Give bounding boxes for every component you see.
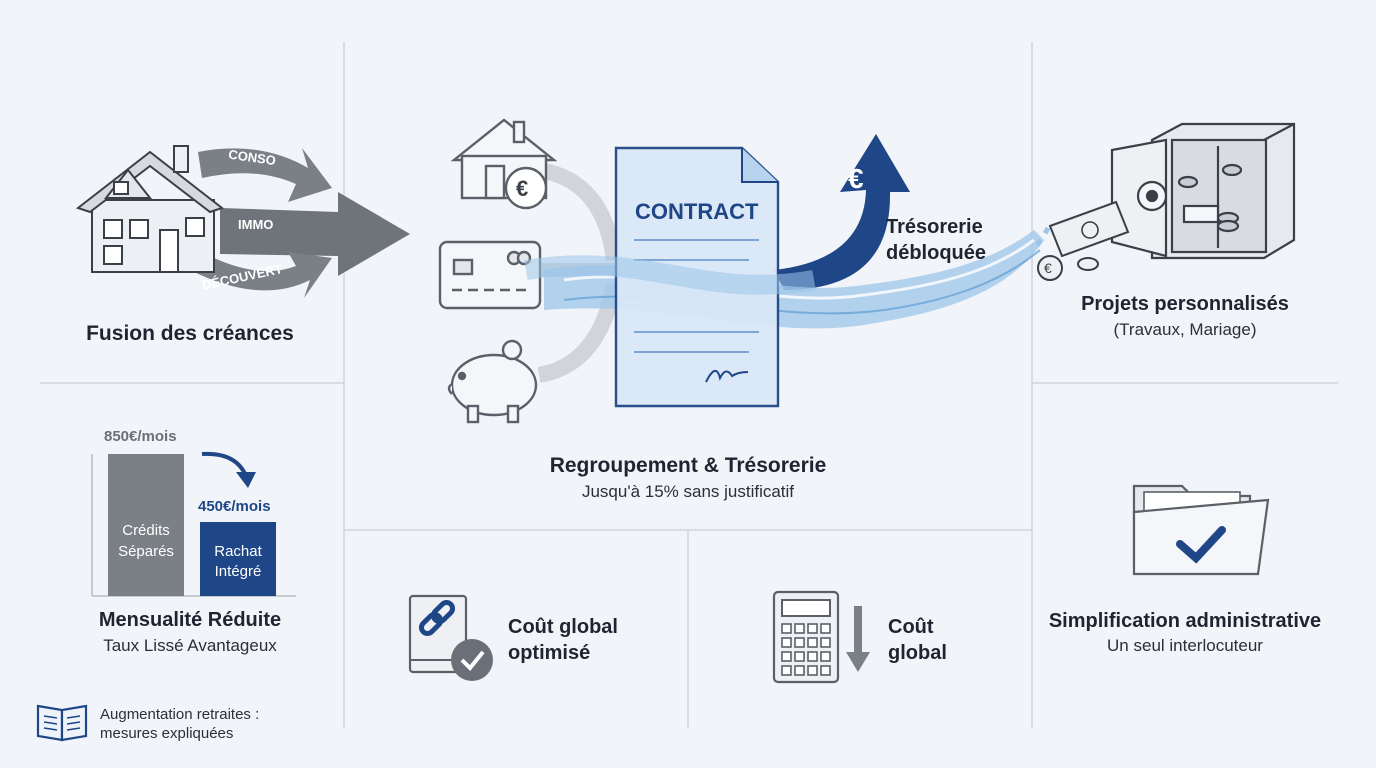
tresorerie-label: Trésorerie débloquée (886, 214, 986, 266)
svg-text:€: € (516, 176, 528, 201)
after-label-line1: Rachat (214, 543, 262, 560)
tresorerie-line2: débloquée (886, 242, 987, 264)
bar-credits-separes (108, 454, 184, 596)
contract-illustration: € € CONTRACT (438, 118, 1044, 424)
fusion-illustration: CONSO IMMO DÉCOUVERT (75, 145, 410, 298)
before-value: 850€/mois (104, 428, 177, 445)
piggy-bank-icon (447, 339, 538, 424)
bar-rachat-integre (200, 522, 276, 596)
before-bar-label: Crédits Séparés (108, 520, 184, 562)
projets-title: Projets personnalisés (1081, 293, 1289, 315)
conso-arrow (198, 148, 332, 202)
euro-coin-icon: € (504, 166, 548, 210)
contract-label: CONTRACT (635, 199, 759, 224)
cout-optimise-label: Coût global optimisé (508, 614, 618, 666)
mensualite-title: Mensualité Réduite (98, 609, 282, 631)
simplification-title: Simplification administrative (1048, 610, 1322, 632)
cout-global-label: Coût global (888, 614, 947, 666)
simplification-subtitle: Un seul interlocuteur (1107, 636, 1263, 655)
after-label-line2: Intégré (214, 563, 262, 580)
mensualite-chart (91, 451, 296, 597)
regroupement-subtitle: Jusqu'à 15% sans justificatif (581, 482, 795, 501)
projets-subtitle: (Travaux, Mariage) (1113, 320, 1257, 339)
decouvert-arrow (190, 248, 332, 298)
before-label-line1: Crédits (122, 522, 170, 539)
arrow-label-conso: CONSO (227, 147, 276, 168)
tresorerie-line1: Trésorerie (886, 216, 983, 238)
cout-optimise-line2: optimisé (508, 642, 591, 664)
euro-coin-icon: € (1037, 255, 1099, 281)
after-value: 450€/mois (198, 498, 271, 515)
mensualite-subtitle: Taux Lissé Avantageux (103, 636, 277, 655)
svg-text:€: € (848, 163, 864, 194)
before-label-line2: Séparés (118, 543, 174, 560)
cout-optimise-line1: Coût global (508, 616, 618, 638)
footer-note-line1: Augmentation retraites : (100, 706, 260, 723)
immo-arrow (220, 192, 410, 276)
calculator-icon (772, 590, 840, 684)
contract-document-icon (524, 146, 816, 408)
calculator-group (772, 590, 870, 684)
folder-check-icon (1132, 484, 1270, 576)
banknote-icon (1048, 200, 1130, 258)
safe-icon (1110, 122, 1296, 260)
after-bar-label: Rachat Intégré (200, 542, 276, 582)
svg-text:€: € (1044, 260, 1052, 276)
down-arrow-icon (846, 606, 870, 672)
open-book-icon[interactable] (36, 702, 90, 742)
cout-global-line1: Coût (888, 616, 934, 638)
fusion-title: Fusion des créances (86, 322, 294, 345)
footer-note-link[interactable]: Augmentation retraites : mesures expliqu… (100, 705, 259, 743)
link-document-icon (408, 594, 493, 681)
arrow-label-immo: IMMO (238, 217, 273, 232)
house-icon (75, 145, 225, 273)
regroupement-title: Regroupement & Trésorerie (549, 454, 827, 477)
credit-card-icon (438, 240, 542, 310)
footer-note-line2: mesures expliquées (100, 725, 234, 742)
projets-illustration: € (1032, 122, 1296, 281)
cout-global-line2: global (888, 642, 947, 664)
euro-up-arrow-icon: € (774, 134, 910, 290)
